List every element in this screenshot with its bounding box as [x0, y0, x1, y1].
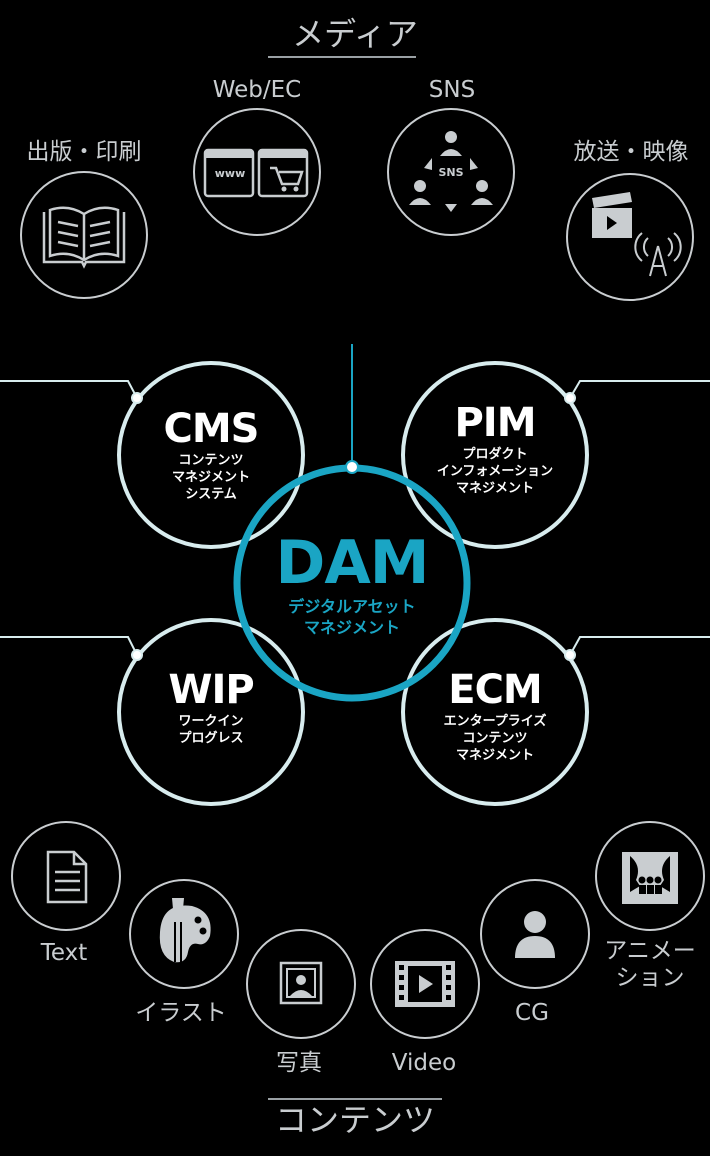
media-label-print: 出版・印刷 — [26, 139, 142, 165]
cms-sub-1: コンテンツ — [178, 453, 244, 468]
ecm-circle — [401, 618, 589, 806]
contents-label-video: Video — [391, 1050, 457, 1076]
contents-label-anime-2: ション — [615, 965, 685, 991]
wip-abbr: WIP — [168, 667, 254, 713]
pim-abbr: PIM — [454, 400, 536, 446]
ecm-sub-1: エンタープライズ — [443, 714, 547, 729]
media-label-web-ec: Web/EC — [212, 77, 302, 103]
ecm-dot — [564, 649, 576, 661]
cms-dot — [131, 392, 143, 404]
dam-sub-1: デジタルアセット — [288, 597, 416, 616]
dam-node: DAM デジタルアセット マネジメント — [275, 528, 430, 638]
contents-label-anime-1: アニメー — [604, 938, 696, 964]
book-icon — [42, 206, 126, 269]
document-icon — [46, 850, 88, 904]
media-header-rule — [268, 56, 416, 58]
cms-circle — [117, 361, 305, 549]
wip-circle — [117, 618, 305, 806]
photo-icon — [279, 961, 323, 1005]
ecm-connector — [569, 636, 710, 656]
cms-connector — [0, 380, 138, 399]
cms-abbr: CMS — [163, 406, 260, 452]
dam-abbr: DAM — [275, 528, 430, 598]
contents-label-photo: 写真 — [276, 1050, 322, 1076]
contents-label-text: Text — [40, 940, 88, 966]
wip-node: WIP ワークイン プログレス — [168, 667, 254, 747]
dam-dot — [345, 460, 359, 474]
pim-circle — [401, 361, 589, 549]
person-icon — [515, 911, 555, 958]
media-header: メディア — [292, 15, 418, 53]
web-ec-icon — [203, 148, 309, 198]
animation-icon — [622, 852, 678, 904]
media-label-sns: SNS — [428, 77, 476, 103]
video-icon — [395, 961, 455, 1007]
wip-sub-1: ワークイン — [178, 714, 244, 729]
contents-label-cg: CG — [515, 1000, 549, 1026]
web-ec-icon-text: www — [214, 167, 246, 180]
dam-sub-2: マネジメント — [303, 618, 401, 637]
palette-icon — [159, 898, 211, 963]
cms-node: CMS コンテンツ マネジメント システム — [163, 406, 260, 503]
pim-sub-2: インフォメーション — [436, 464, 554, 479]
sns-icon — [409, 131, 493, 212]
pim-node: PIM プロダクト インフォメーション マネジメント — [437, 400, 553, 497]
cms-sub-3: システム — [185, 487, 237, 502]
cms-sub-2: マネジメント — [171, 470, 250, 485]
contents-label-illust: イラスト — [135, 1000, 227, 1026]
ecm-abbr: ECM — [448, 667, 542, 713]
wip-connector — [0, 636, 138, 656]
pim-sub-1: プロダクト — [462, 447, 528, 462]
media-label-broadcast: 放送・映像 — [573, 139, 689, 165]
broadcast-icon — [592, 192, 682, 277]
pim-sub-3: マネジメント — [455, 481, 535, 496]
contents-header-rule — [268, 1098, 442, 1100]
pim-connector — [569, 380, 710, 399]
contents-header: コンテンツ — [274, 1101, 436, 1139]
wip-dot — [131, 649, 143, 661]
sns-icon-text: SNS — [438, 166, 464, 179]
pim-dot — [564, 392, 576, 404]
wip-sub-2: プログレス — [178, 731, 244, 746]
ecm-sub-2: コンテンツ — [462, 731, 528, 746]
ecm-sub-3: マネジメント — [455, 748, 534, 763]
ecm-node: ECM エンタープライズ コンテンツ マネジメント — [444, 667, 547, 764]
